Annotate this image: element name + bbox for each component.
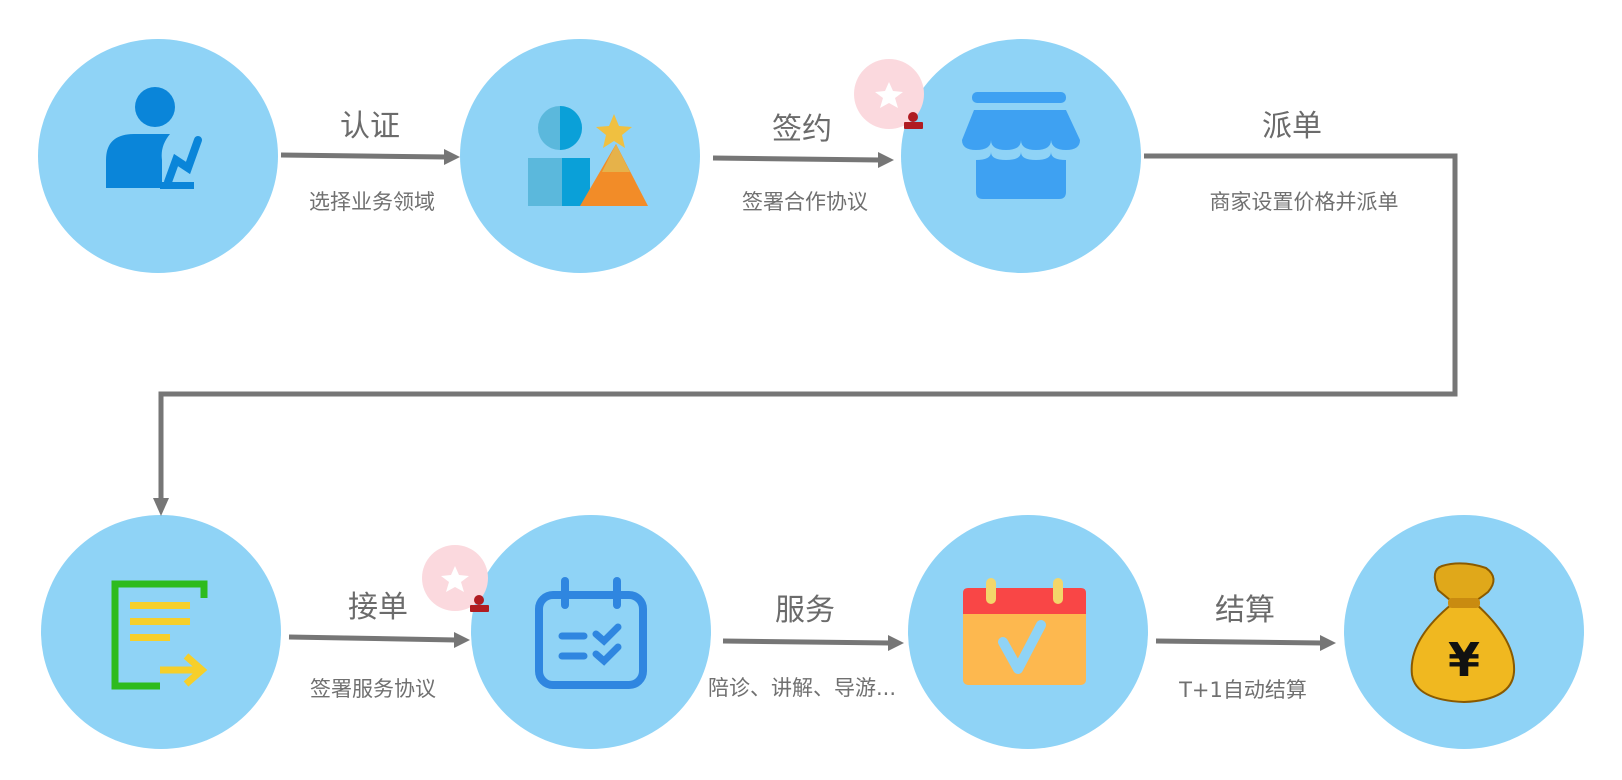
stamp-icon [470, 595, 489, 612]
arrow-certify [280, 149, 460, 165]
label-service: 服务 [775, 593, 835, 628]
sub-service: 陪诊、讲解、导游... [708, 676, 896, 700]
arrow-service [722, 635, 904, 651]
label-certify: 认证 [340, 109, 400, 144]
label-dispatch: 派单 [1262, 109, 1322, 144]
calendar-task-icon [535, 577, 647, 689]
sub-settle: T+1自动结算 [1178, 678, 1307, 702]
label-sign: 签约 [772, 112, 832, 147]
calendar-check-icon [963, 578, 1086, 685]
stamp-icon [904, 112, 923, 129]
label-accept: 接单 [348, 590, 408, 625]
money-bag-icon: ¥ [1410, 562, 1516, 704]
arrow-settle [1155, 635, 1336, 651]
arrow-sign [712, 152, 894, 168]
step-circle-domain [460, 39, 700, 273]
favorite-badge[interactable] [854, 59, 924, 129]
arrow-accept [288, 632, 470, 648]
arrow-dispatch [153, 153, 1458, 516]
star-icon [875, 82, 903, 108]
order-list-icon [111, 580, 208, 690]
star-icon [441, 566, 469, 592]
sub-sign: 签署合作协议 [742, 190, 868, 214]
store-icon [962, 92, 1080, 199]
step-circle-order [41, 515, 281, 749]
sub-dispatch: 商家设置价格并派单 [1210, 190, 1399, 214]
business-domain-icon [528, 106, 648, 206]
currency-symbol: ¥ [1448, 633, 1480, 687]
label-settle: 结算 [1215, 593, 1275, 628]
favorite-badge[interactable] [422, 545, 488, 611]
sub-certify: 选择业务领域 [309, 190, 435, 214]
sub-accept: 签署服务协议 [310, 677, 436, 701]
user-certify-icon [106, 87, 202, 189]
step-circle-accept [471, 515, 711, 749]
